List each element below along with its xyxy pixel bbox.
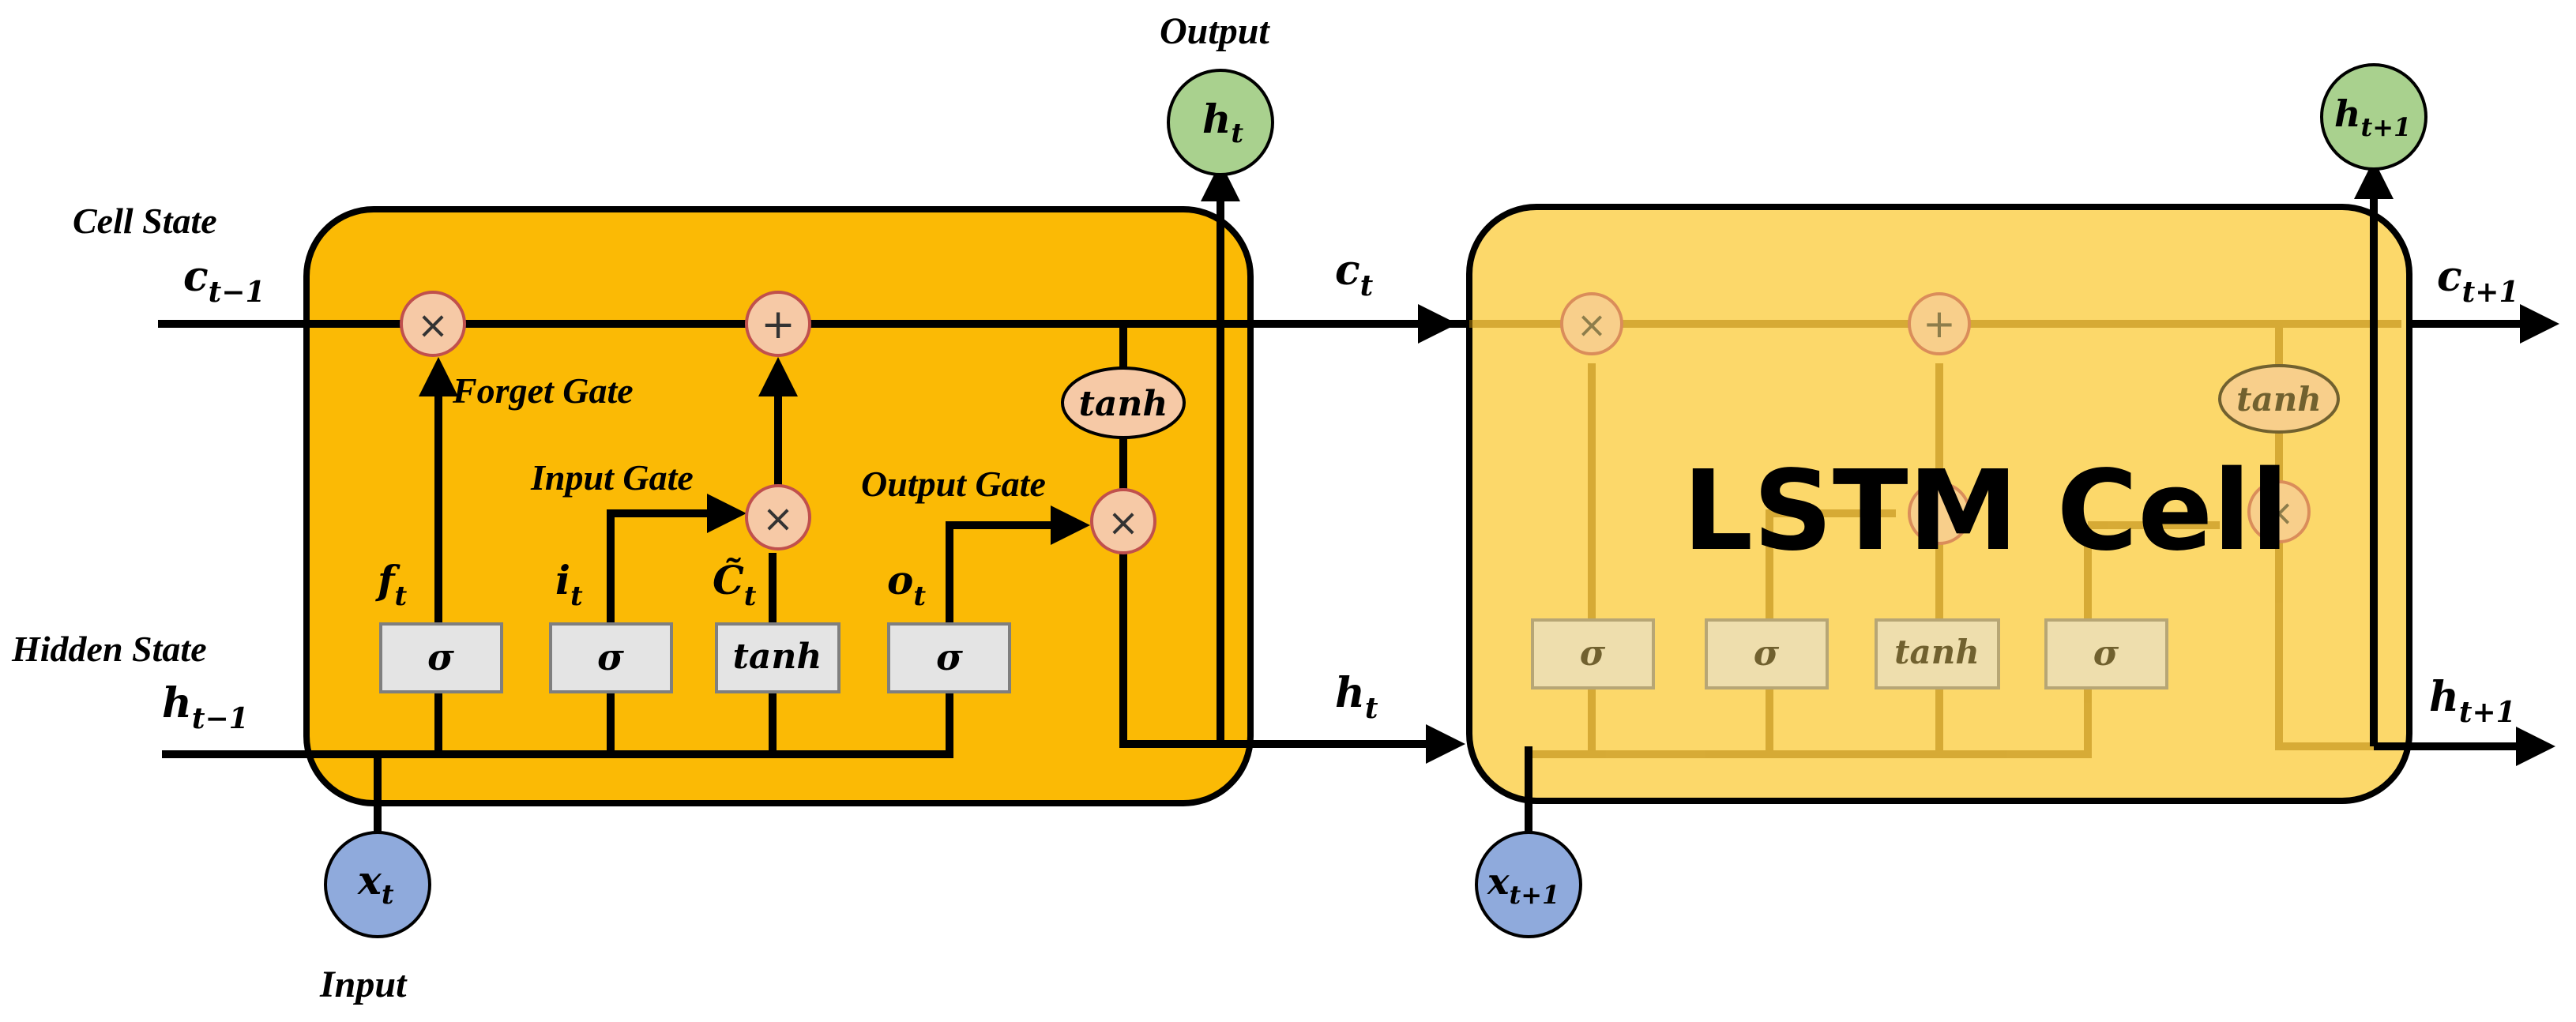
output-multiply-symbol: × — [1107, 501, 1139, 545]
lstm-cell-title: LSTM Cell — [1683, 447, 2288, 576]
cell-2-output-multiply-op — [2247, 480, 2311, 543]
h-prev-label: ht−1 — [162, 679, 249, 735]
c-prev-label: ct−1 — [183, 253, 265, 309]
output-label: Output — [1160, 10, 1270, 52]
cell-2-input-sigma-box — [1705, 618, 1829, 689]
x-t-input-node — [324, 831, 431, 938]
input-label: Input — [319, 964, 408, 1005]
hidden-state-label: Hidden State — [11, 629, 207, 669]
h-next-line-label: ht+1 — [2429, 673, 2516, 729]
h-t-output-line — [1119, 162, 1240, 748]
forget-sigma-label: σ — [427, 636, 454, 678]
candidate-tanh-box — [715, 622, 840, 693]
output-gate-label: Output Gate — [861, 464, 1046, 504]
forget-sigma-box — [379, 622, 503, 693]
cell-2-input-multiply-op — [1908, 482, 1971, 545]
cell-2-tanh-label: tanh — [2236, 380, 2322, 419]
cell-2-output-multiply-symbol: × — [2264, 491, 2295, 534]
h-t-output-node-label: ht — [1202, 96, 1243, 149]
cell-2-forget-multiply-op — [1560, 292, 1623, 355]
cell-2-output-sigma-label: σ — [2093, 633, 2119, 674]
output-multiply-op — [1090, 488, 1156, 554]
input-gate-label: Input Gate — [530, 457, 694, 498]
cell-2-output-sigma-box — [2044, 618, 2168, 689]
cell-2-candidate-tanh-label: tanh — [1894, 633, 1980, 671]
cell-2-input-sigma-label: σ — [1754, 633, 1780, 674]
h-t-line-label: ht — [1335, 669, 1378, 725]
cell-2-forget-sigma-label: σ — [1580, 633, 1606, 674]
h-next-output-node-label: ht+1 — [2334, 92, 2411, 142]
input-sigma-box — [549, 622, 673, 693]
cell-2-faded-internals: × + × tanh σ σ tanh σ — [1469, 292, 2401, 758]
input-multiply-symbol: × — [762, 497, 794, 541]
cell-2-forget-multiply-symbol: × — [1577, 303, 1608, 346]
h-t-output-node — [1167, 69, 1274, 176]
x-next-input-node — [1475, 831, 1582, 938]
forget-multiply-symbol: × — [417, 303, 449, 348]
forget-gate-label: Forget Gate — [452, 370, 634, 411]
output-sigma-box — [887, 622, 1011, 693]
cell-2-add-symbol: + — [1923, 301, 1956, 347]
cell-tanh-label: tanh — [1079, 384, 1168, 424]
cell-2-hidden-line — [1529, 525, 2092, 758]
cell-2-candidate-tanh-box — [1875, 618, 2000, 689]
add-symbol: + — [761, 301, 795, 348]
output-sigma-label: σ — [936, 636, 963, 678]
cell-2-add-op — [1908, 292, 1971, 355]
cell-2-forget-sigma-box — [1531, 618, 1655, 689]
cell-2-tanh-line — [2275, 324, 2374, 750]
cell-tanh-op — [1061, 366, 1186, 439]
add-op — [745, 291, 811, 357]
h-next-output-node — [2320, 63, 2427, 171]
cell-state-label: Cell State — [73, 201, 217, 241]
cell-2-tanh-op — [2218, 364, 2340, 434]
candidate-tanh-label: tanh — [733, 637, 822, 677]
forget-multiply-op — [400, 291, 466, 357]
i-t-label: it — [555, 557, 583, 612]
x-t-input-node-label: xt — [357, 857, 394, 911]
x-next-input-node-label: xt+1 — [1487, 860, 1559, 910]
input-multiply-op — [745, 484, 811, 550]
c-t-label: ct — [1335, 246, 1374, 302]
c-tilde-label: C̃t — [713, 557, 757, 612]
c-next-label: ct+1 — [2437, 253, 2519, 309]
input-sigma-label: σ — [597, 636, 624, 678]
o-t-label: ot — [887, 557, 926, 612]
